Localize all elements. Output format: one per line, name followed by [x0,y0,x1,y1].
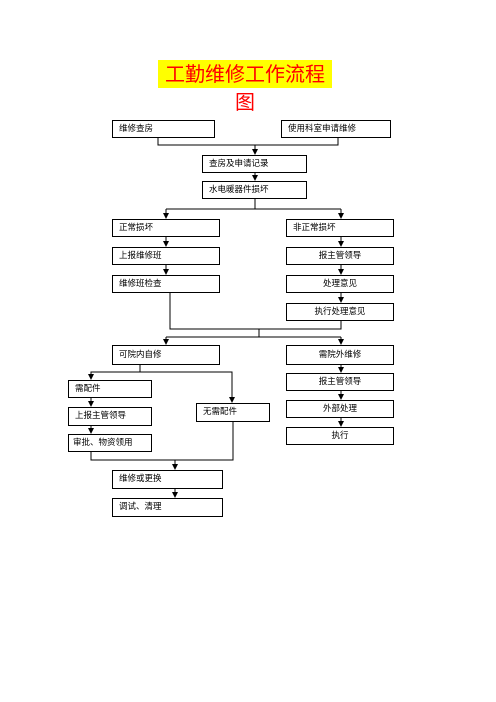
node-need-parts: 需配件 [68,380,152,398]
node-debug-clean: 调试、清理 [112,498,223,517]
node-external-repair: 需院外维修 [286,345,394,365]
node-dept-request: 使用科室申请维修 [281,120,391,138]
page-title: 工勤维修工作流程图 [158,60,332,114]
node-execute-opinion: 执行处理意见 [286,303,394,321]
node-report-leader-right: 报主管领导 [286,247,394,265]
node-report-team: 上报维修班 [112,247,220,265]
node-approve-materials: 审批、物资领用 [68,434,152,452]
node-repair-replace: 维修或更换 [112,470,223,489]
node-abnormal-damage: 非正常损坏 [286,219,394,237]
node-report-leader-left: 上报主管领导 [68,407,152,426]
node-no-parts: 无需配件 [196,403,270,422]
node-normal-damage: 正常损坏 [112,219,220,237]
node-team-check: 维修班检查 [112,275,220,293]
node-execute: 执行 [286,427,394,445]
node-external-handling: 外部处理 [286,400,394,418]
node-report-leader-right-2: 报主管领导 [286,373,394,391]
node-equipment-damage: 水电暖器件损坏 [202,181,307,199]
node-inspection-record: 查房及申请记录 [202,155,307,173]
node-maintenance-inspection: 维修查房 [112,120,215,138]
node-in-house-repair: 可院内自修 [112,345,220,365]
node-handling-opinion: 处理意见 [286,275,394,293]
